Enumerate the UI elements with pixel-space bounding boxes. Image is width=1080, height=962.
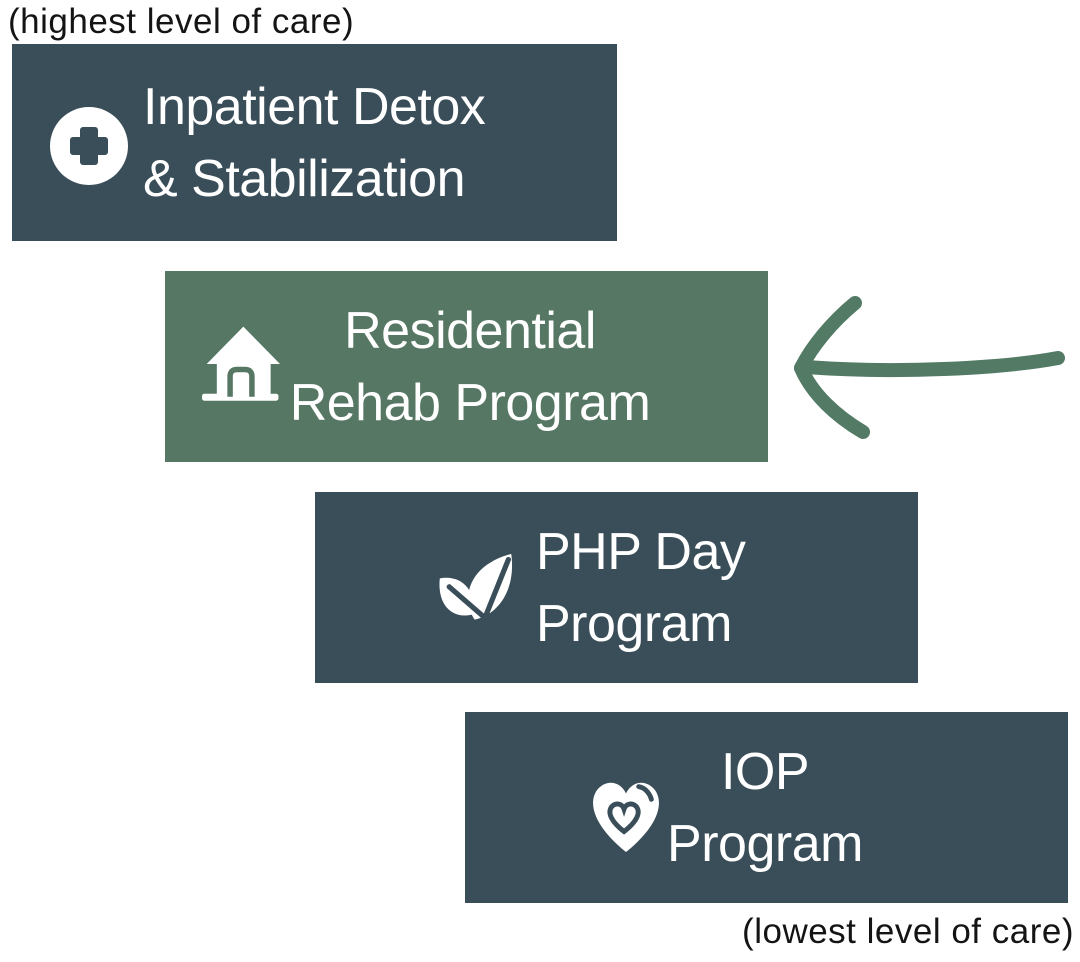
leaf-icon — [421, 552, 515, 630]
level-title: Inpatient Detox & Stabilization — [143, 71, 486, 215]
level-title-line1: IOP — [720, 742, 810, 801]
level-title-line2: Program — [536, 594, 732, 653]
medical-cross-icon — [50, 107, 128, 185]
level-title-line2: Program — [667, 814, 863, 873]
level-title-line1: Residential — [344, 301, 596, 360]
level-title: IOP Program — [565, 736, 965, 880]
residential-rehab-box: Residential Rehab Program — [165, 271, 768, 462]
level-title-line2: Rehab Program — [289, 373, 651, 432]
inpatient-detox-box: Inpatient Detox & Stabilization — [12, 44, 617, 241]
lowest-level-label: (lowest level of care) — [742, 912, 1074, 951]
level-title-line2: & Stabilization — [143, 149, 466, 208]
level-title-line1: Inpatient Detox — [143, 77, 486, 136]
level-title: Residential Rehab Program — [270, 295, 670, 439]
level-title: PHP Day Program — [536, 516, 746, 660]
level-title-line1: PHP Day — [536, 522, 746, 581]
hand-drawn-arrow-icon — [780, 290, 1080, 460]
highest-level-label: (highest level of care) — [8, 2, 355, 41]
php-day-program-box: PHP Day Program — [315, 492, 918, 683]
house-icon — [202, 325, 280, 407]
iop-program-box: IOP Program — [465, 712, 1068, 903]
heart-icon — [585, 770, 667, 856]
